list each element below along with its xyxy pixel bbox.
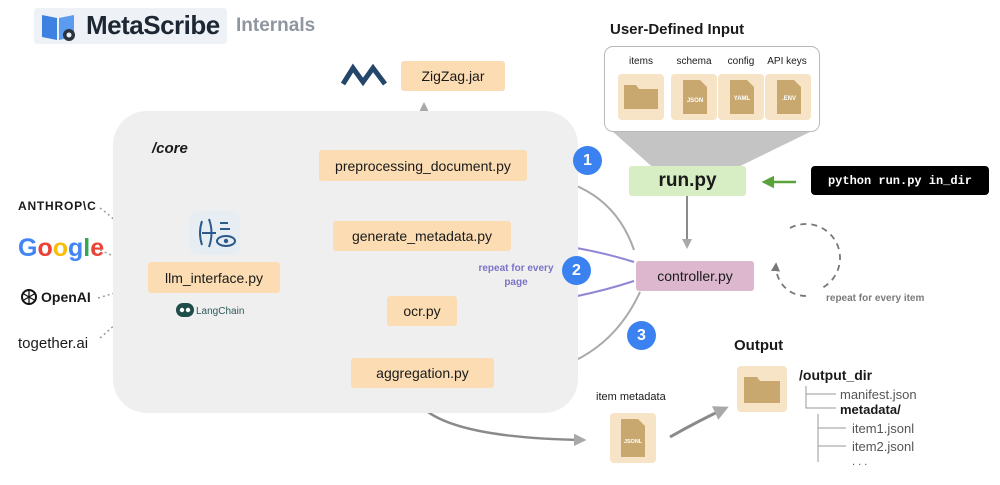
step-1-badge: 1 (573, 146, 602, 175)
ocr-box: ocr.py (387, 296, 457, 326)
output-item2-file: item2.jsonl (852, 439, 915, 454)
jsonl-file-icon: JSONL (621, 419, 645, 457)
yaml-file-icon: YAML (730, 80, 754, 114)
aggregation-box: aggregation.py (351, 358, 494, 388)
arrow-itemmeta-to-output (669, 406, 729, 439)
controller-box: controller.py (636, 261, 754, 291)
provider-anthropic: ANTHROP\C (18, 199, 97, 213)
item-metadata-label: item metadata (596, 391, 666, 403)
json-tag: JSON (687, 98, 703, 104)
zigzag-jar-box: ZigZag.jar (401, 61, 505, 91)
output-ellipsis: . . . (852, 456, 868, 468)
folder-icon (624, 85, 658, 109)
openai-icon (21, 289, 37, 305)
yaml-tag: YAML (734, 96, 751, 102)
json-file-icon: JSON (683, 80, 707, 114)
output-item1-file: item1.jsonl (852, 421, 915, 436)
run-py-box: run.py (629, 166, 746, 196)
core-label: /core (152, 140, 188, 157)
input-label-api-keys: API keys (767, 56, 807, 67)
user-input-title: User-Defined Input (610, 21, 745, 38)
google-g2: g (68, 234, 84, 262)
input-label-schema: schema (676, 56, 712, 67)
input-label-items: items (629, 56, 653, 67)
langchain-label: LangChain (196, 306, 245, 317)
output-dir-root: /output_dir (799, 367, 873, 383)
zigzag-logo-icon (340, 63, 387, 87)
google-l: l (83, 234, 91, 262)
book-gear-icon (42, 15, 75, 41)
repeat-every-page-label: repeat for every page (478, 263, 554, 288)
env-file-icon: .ENV (777, 80, 801, 114)
repeat-every-item-label: repeat for every item (826, 293, 925, 304)
provider-together: together.ai (18, 335, 89, 352)
jsonl-tag: JSONL (624, 439, 643, 445)
output-manifest-file: manifest.json (840, 387, 917, 402)
repeat-item-loop (776, 223, 841, 297)
google-o2: o (52, 234, 69, 262)
preprocessing-document-box: preprocessing_document.py (319, 150, 527, 181)
provider-openai: OpenAI (41, 289, 91, 305)
output-metadata-dir: metadata/ (840, 402, 901, 417)
brain-eye-icon (190, 211, 240, 255)
input-funnel (612, 131, 812, 172)
output-tree-lines (805, 386, 846, 462)
langchain-icon (176, 303, 194, 317)
input-label-config: config (727, 56, 755, 67)
generate-metadata-box: generate_metadata.py (333, 221, 511, 251)
run-command: python run.py in_dir (811, 166, 989, 195)
output-folder-icon (744, 377, 780, 403)
brand-subtitle: Internals (236, 15, 316, 36)
llm-interface-box: llm_interface.py (148, 262, 280, 293)
google-g1: G (18, 234, 38, 262)
env-tag: .ENV (782, 96, 796, 102)
google-e: e (90, 234, 105, 262)
google-o1: o (37, 234, 53, 262)
provider-google: Google (18, 234, 104, 263)
step-2-badge: 2 (562, 256, 591, 285)
brand-title: MetaScribe (86, 10, 220, 40)
step-3-badge: 3 (627, 321, 656, 350)
output-title: Output (734, 337, 784, 354)
